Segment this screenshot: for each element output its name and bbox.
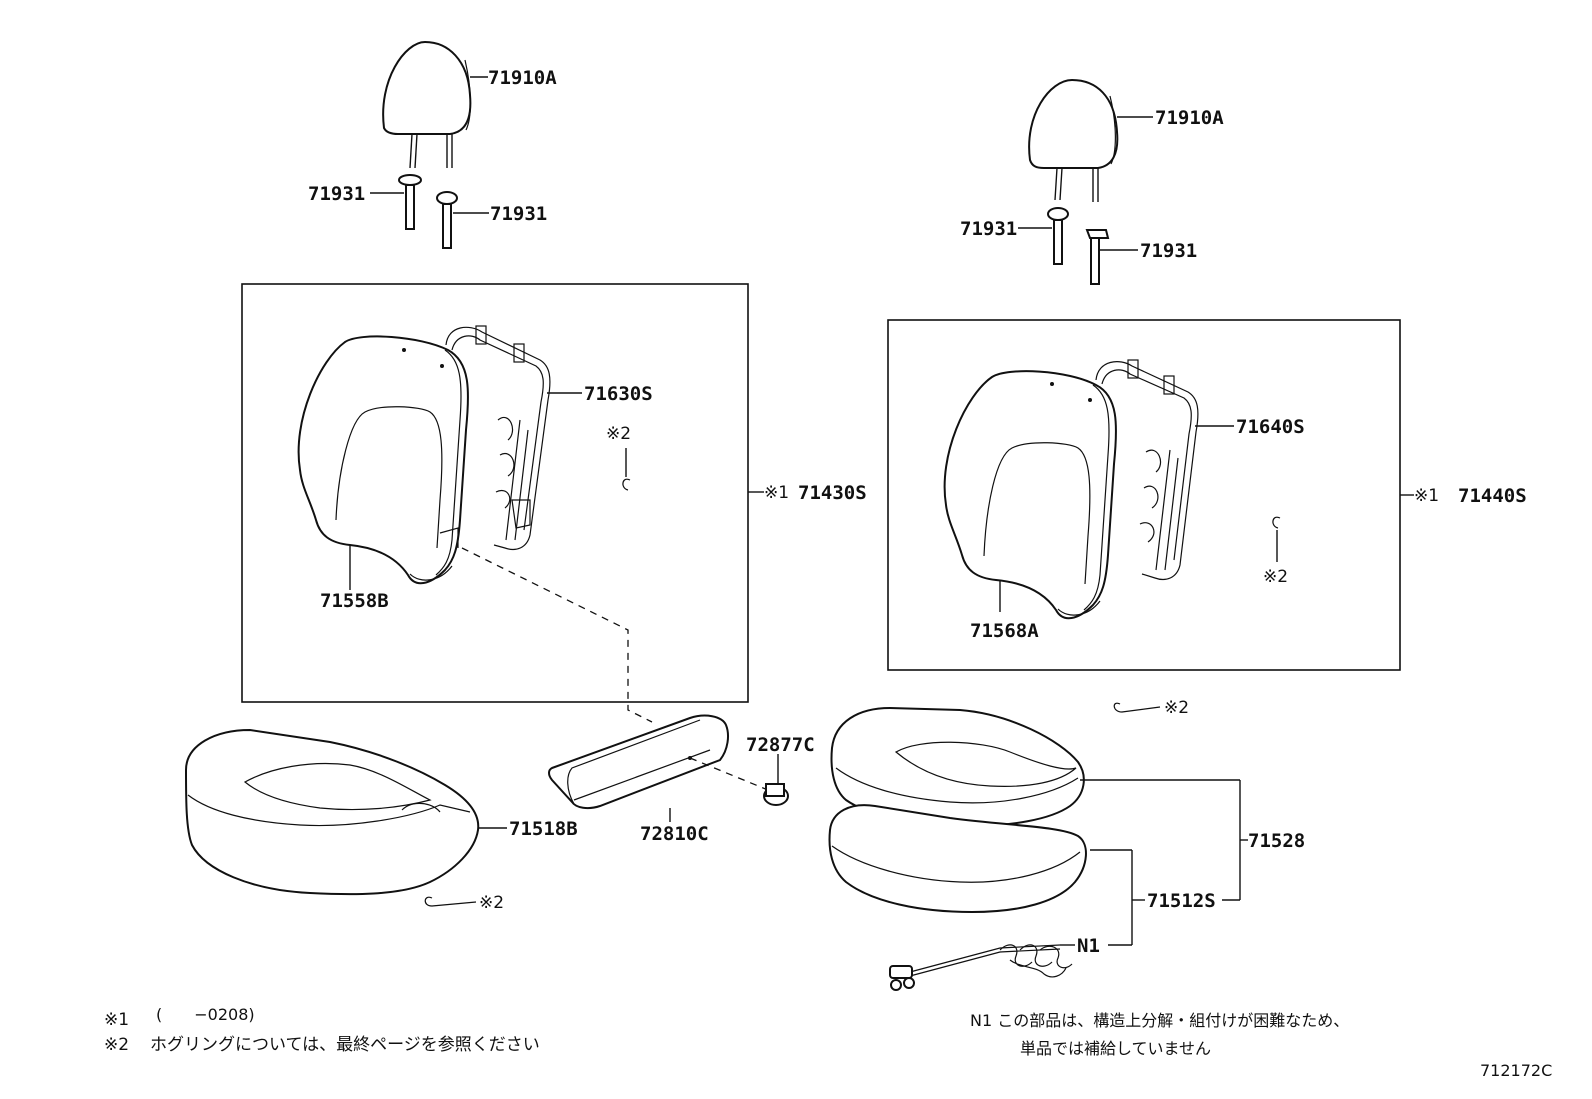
- headrest-support-right-2: [1085, 229, 1110, 285]
- figure-id: 712172C: [1480, 1061, 1552, 1080]
- label-71440s: 71440S: [1458, 485, 1527, 507]
- note1-mark: ※1: [104, 1010, 129, 1030]
- seat-cushion-pad-right: [828, 804, 1087, 914]
- label-71910a-right: 71910A: [1155, 107, 1224, 129]
- label-71931-r2: 71931: [1140, 240, 1197, 262]
- armrest: [548, 714, 729, 810]
- label-71518b: 71518B: [509, 818, 578, 840]
- assembly-dashed-line-left: [461, 547, 653, 723]
- label-71931-l1: 71931: [308, 183, 365, 205]
- ref1-mark-left: ※1: [764, 483, 789, 503]
- hogring-mark-left: ※2: [479, 893, 504, 913]
- wire-note-line2: 単品では補給していません: [1020, 1039, 1211, 1058]
- note1-text: ( −0208): [156, 1005, 255, 1024]
- headrest-support-left-2: [436, 191, 458, 249]
- label-71931-r1: 71931: [960, 218, 1017, 240]
- label-71910a-left: 71910A: [488, 67, 557, 89]
- hogring-mark-right-box: ※2: [1263, 567, 1288, 587]
- seatback-cover-left: [297, 335, 470, 585]
- seatback-frame-left: [445, 325, 551, 551]
- label-71931-l2: 71931: [490, 203, 547, 225]
- hogring-mark-left-box: ※2: [606, 424, 631, 444]
- label-71430s: 71430S: [798, 482, 867, 504]
- hogring-mark-middle: ※2: [1164, 698, 1189, 718]
- note2-mark: ※2: [104, 1035, 129, 1055]
- seat-cushion-cover-left: [184, 728, 480, 896]
- note2-text: ホグリングについては、最終ページを参照ください: [150, 1035, 540, 1055]
- hogring-icon: [622, 478, 631, 491]
- label-71640s: 71640S: [1236, 416, 1305, 438]
- label-71528: 71528: [1248, 830, 1305, 852]
- seatback-cover-right: [943, 370, 1118, 620]
- label-71558b: 71558B: [320, 590, 389, 612]
- label-72877c: 72877C: [746, 734, 815, 756]
- hogring-icon-middle: [1113, 702, 1161, 713]
- label-n1: N1: [1077, 935, 1100, 957]
- wire-note-line1: N1 この部品は、構造上分解・組付けが困難なため、: [970, 1011, 1349, 1030]
- label-72810c: 72810C: [640, 823, 709, 845]
- label-71630s: 71630S: [584, 383, 653, 405]
- hogring-icon-left: [424, 896, 477, 907]
- headrest-support-left-1: [398, 174, 422, 230]
- label-71568a: 71568A: [970, 620, 1039, 642]
- assembly-dashed-line-knob: [689, 757, 769, 791]
- headrest-left: [382, 40, 472, 169]
- hogring-icon-right-box: [1272, 516, 1281, 529]
- seatback-assy-left-box: [241, 283, 749, 703]
- headrest-support-right-1: [1047, 207, 1069, 265]
- armrest-knob: [763, 783, 789, 806]
- seatback-frame-right: [1095, 359, 1199, 581]
- seat-wire-harness: [889, 944, 1073, 991]
- label-71512s: 71512S: [1147, 890, 1216, 912]
- headrest-right: [1028, 78, 1119, 202]
- ref1-mark-right: ※1: [1414, 486, 1439, 506]
